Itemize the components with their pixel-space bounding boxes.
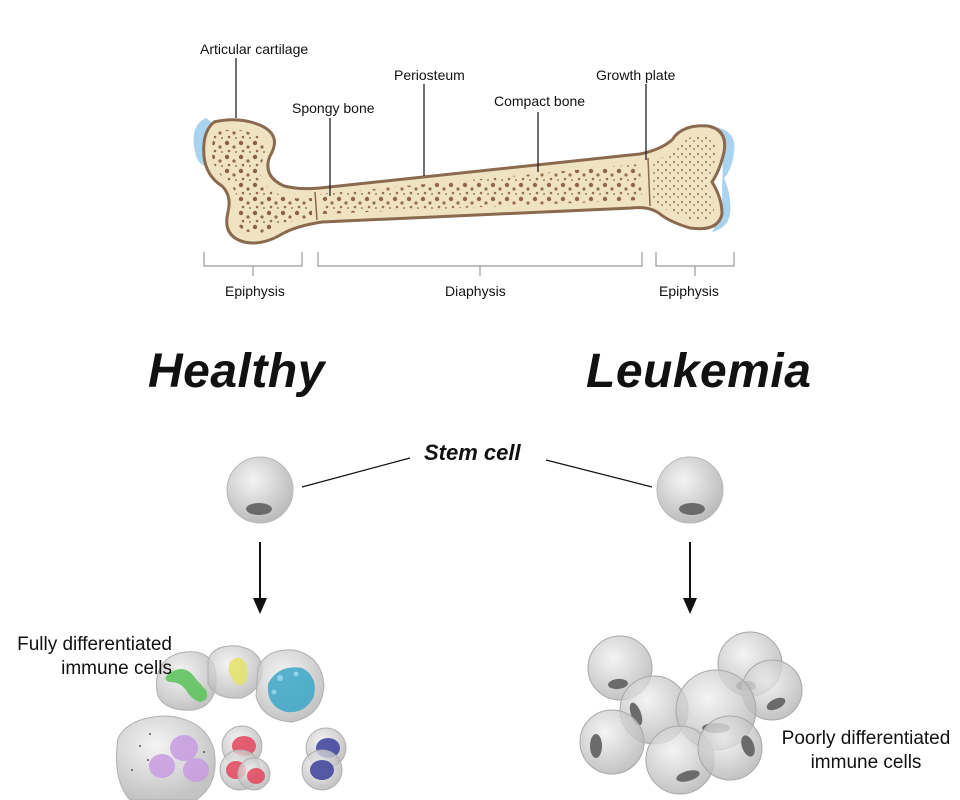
label-epiphysis-right: Epiphysis <box>659 283 719 299</box>
bracket-diaphysis <box>317 252 643 276</box>
heading-healthy: Healthy <box>148 345 325 398</box>
label-epiphysis-left: Epiphysis <box>225 283 285 299</box>
caption-healthy-line-2: immune cells <box>61 658 172 679</box>
blast-cell <box>579 709 645 775</box>
label-compact-bone: Compact bone <box>494 93 586 109</box>
caption-leukemia-line-1: Poorly differentiated <box>781 728 951 749</box>
caption-leukemia-line-2: immune cells <box>810 752 922 773</box>
region-brackets <box>203 252 735 276</box>
caption-healthy: Fully differentiated immune cells <box>0 633 172 681</box>
stem-cell-healthy <box>226 456 294 524</box>
caption-leukemia: Poorly differentiated immune cells <box>772 727 960 775</box>
differentiated-cells <box>116 645 347 800</box>
bracket-epiphysis-right <box>655 252 735 276</box>
stem-cell-connectors <box>301 457 653 488</box>
spongy-bone-left <box>212 129 312 234</box>
bracket-epiphysis-left <box>203 252 303 276</box>
label-spongy-bone: Spongy bone <box>292 100 375 116</box>
poorly-differentiated-cells <box>579 631 803 795</box>
blast-cell <box>697 715 763 781</box>
label-articular-cartilage: Articular cartilage <box>200 41 309 57</box>
spongy-bone-right <box>652 135 717 221</box>
label-growth-plate: Growth plate <box>596 67 676 83</box>
heading-leukemia: Leukemia <box>586 345 812 398</box>
label-periosteum: Periosteum <box>394 67 465 83</box>
stem-cell-leukemia <box>656 456 724 524</box>
arrow-leukemia <box>683 542 697 614</box>
arrow-healthy <box>253 542 267 614</box>
articular-cartilage-right <box>708 126 735 232</box>
bone-illustration <box>193 118 735 245</box>
caption-healthy-line-1: Fully differentiated <box>17 634 172 655</box>
diaphysis-marrow <box>320 164 642 214</box>
label-diaphysis: Diaphysis <box>445 283 506 299</box>
label-leaders <box>235 58 647 196</box>
label-stem-cell: Stem cell <box>424 440 521 465</box>
